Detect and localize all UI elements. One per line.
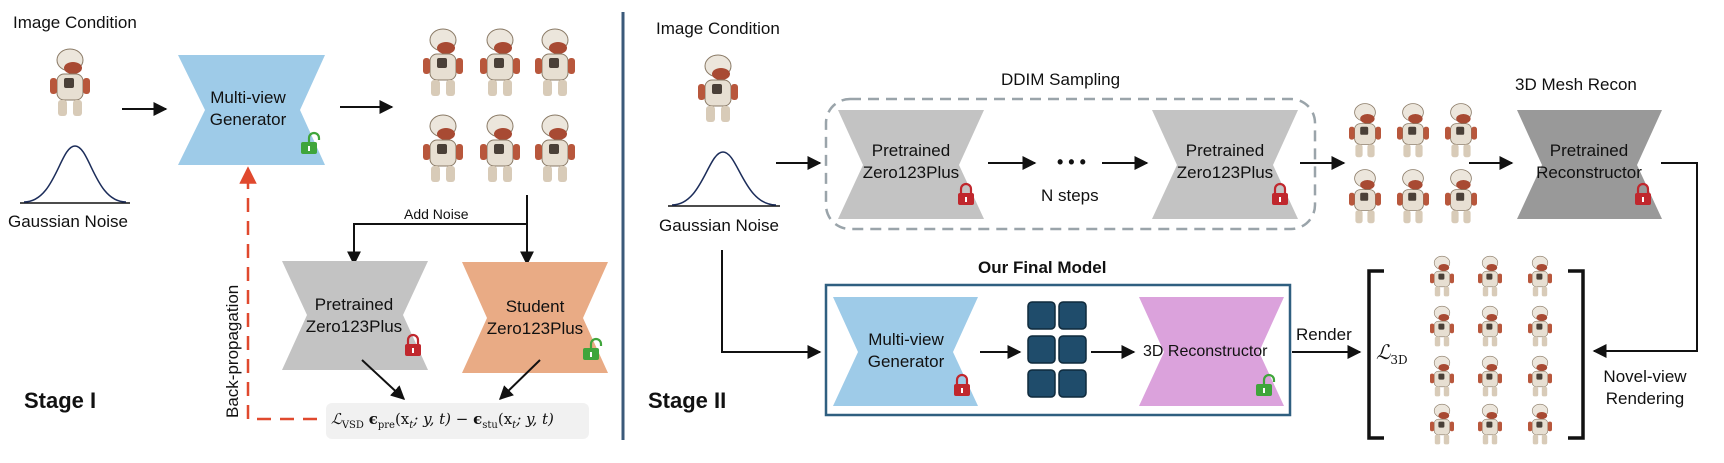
gaussian-noise-label-s1: Gaussian Noise	[8, 212, 129, 231]
stage2-title: Stage II	[648, 388, 727, 413]
arrow-pretrained-to-loss	[361, 359, 406, 400]
3d-reconstructor-label: 3D Reconstructor	[1143, 343, 1268, 360]
pretrained-zero123plus-block-s2a	[838, 110, 984, 219]
gaussian-curve-icon-s1	[20, 145, 130, 204]
ellipsis-label: • • •	[1057, 152, 1086, 172]
input-image-icon-s2	[697, 54, 739, 123]
image-condition-label-s2: Image Condition	[656, 19, 780, 38]
final-model-title: Our Final Model	[978, 258, 1107, 277]
add-noise-label: Add Noise	[404, 206, 469, 222]
n-steps-label: N steps	[1041, 186, 1099, 205]
3d-reconstructor-block	[1139, 297, 1284, 406]
image-condition-label-s1: Image Condition	[13, 13, 137, 32]
gaussian-curve-icon-s2	[668, 151, 780, 207]
loss-box-bg	[326, 403, 589, 439]
student-zero123plus-block	[462, 262, 608, 373]
arrow-student-to-loss	[498, 359, 541, 400]
mesh-recon-title: 3D Mesh Recon	[1515, 75, 1637, 94]
novel-view-renderings	[1429, 255, 1553, 445]
ddim-sampling-box	[824, 97, 1317, 231]
left-bracket	[1367, 269, 1384, 440]
feature-grid-icon	[1027, 301, 1087, 398]
input-image-icon-s1	[49, 48, 91, 117]
backprop-arrow	[239, 166, 317, 421]
right-bracket	[1568, 269, 1585, 440]
multiview-images-s1	[422, 28, 576, 183]
arrow-add-noise-to-pretrained	[354, 195, 528, 264]
ddim-sampling-label: DDIM Sampling	[1001, 70, 1121, 89]
pretrained-zero123plus-block-s2b	[1152, 110, 1298, 219]
backprop-label: Back-propagation	[223, 284, 242, 418]
multiview-images-s2	[1348, 103, 1478, 224]
multiview-generator-block-s2	[833, 297, 978, 406]
multiview-generator-block-s1	[178, 55, 325, 165]
arrow-input-to-final-model	[721, 250, 822, 359]
3d-loss-label: ℒ3D	[1376, 340, 1408, 367]
stage1-title: Stage I	[24, 388, 97, 413]
vsd-loss-equation: ℒVSD ϵpre(xt; y, t) − ϵstu(xt; y, t)	[331, 410, 554, 431]
gaussian-noise-label-s2: Gaussian Noise	[659, 216, 780, 235]
arrow-reconstructor-to-renderings	[1592, 162, 1698, 358]
render-label: Render	[1296, 325, 1352, 344]
pretrained-zero123plus-block-s1	[282, 261, 428, 370]
pretrained-reconstructor-block	[1517, 110, 1662, 219]
